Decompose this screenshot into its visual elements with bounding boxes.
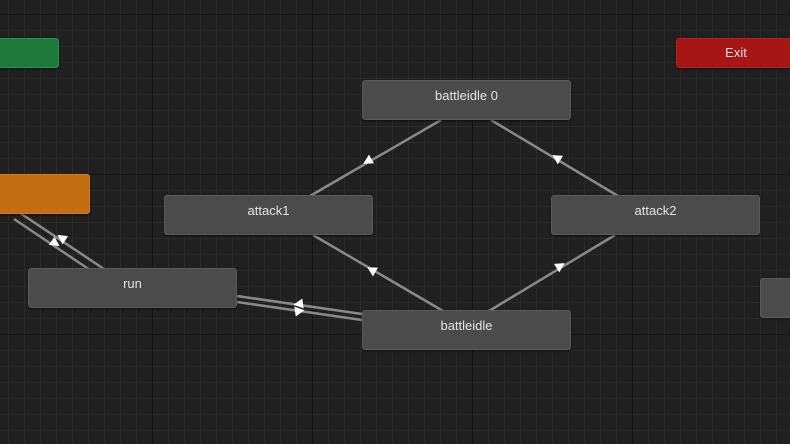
any-state-node[interactable] bbox=[0, 174, 90, 214]
arrow-icon bbox=[367, 267, 378, 277]
state-partial-right[interactable] bbox=[760, 278, 790, 318]
arrow-icon bbox=[553, 263, 565, 273]
transition-anystate-to-run-b[interactable] bbox=[13, 217, 97, 276]
arrow-icon bbox=[363, 154, 374, 164]
state-attack2[interactable]: attack2 bbox=[551, 195, 760, 235]
transition-battleidle-to-attack1[interactable] bbox=[312, 233, 444, 313]
transition-battleidle-to-attack2[interactable] bbox=[488, 233, 616, 313]
arrow-icon bbox=[294, 306, 305, 317]
arrow-icon bbox=[48, 236, 60, 247]
transition-attack1-to-battleidle0[interactable] bbox=[309, 118, 442, 198]
arrow-icon bbox=[552, 155, 564, 165]
exit-node[interactable]: Exit bbox=[676, 38, 790, 68]
arrow-icon bbox=[293, 298, 304, 309]
entry-node[interactable] bbox=[0, 38, 59, 68]
state-attack1[interactable]: attack1 bbox=[164, 195, 373, 235]
state-run[interactable]: run bbox=[28, 268, 237, 308]
state-battleidle[interactable]: battleidle bbox=[362, 310, 571, 350]
state-battleidle-0[interactable]: battleidle 0 bbox=[362, 80, 571, 120]
arrow-icon bbox=[57, 234, 69, 245]
